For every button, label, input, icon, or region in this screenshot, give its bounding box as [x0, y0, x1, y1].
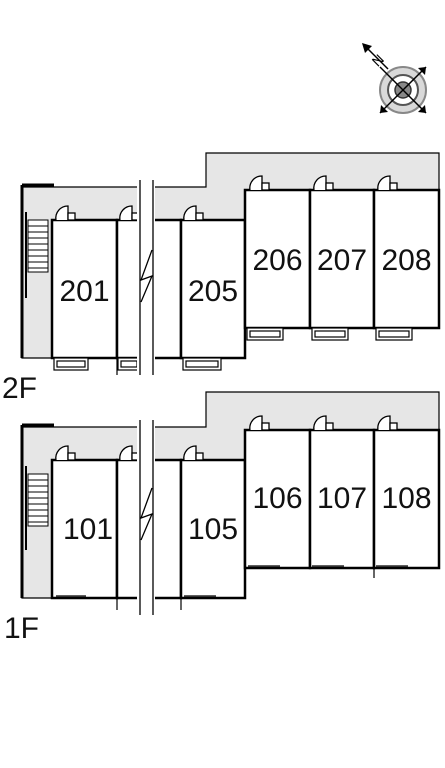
room-label-205: 205 — [188, 275, 238, 308]
break-line-1f — [137, 420, 155, 615]
staircase-2f — [25, 212, 49, 298]
room-205 — [179, 218, 247, 360]
compass-rose-icon — [362, 43, 427, 114]
door-icons-1f — [55, 415, 398, 461]
compass-north-label: N — [369, 51, 387, 69]
room-label-101: 101 — [63, 513, 113, 546]
room-label-201: 201 — [59, 275, 109, 308]
room-label-107: 107 — [317, 482, 367, 515]
room-label-207: 207 — [317, 244, 367, 277]
windows-1f — [56, 565, 408, 610]
room-label-108: 108 — [381, 482, 431, 515]
room-208 — [372, 188, 441, 330]
floor-label-2f: 2F — [2, 372, 37, 405]
floor-label-1f: 1F — [4, 612, 39, 645]
room-207 — [308, 188, 376, 330]
door-icons-2f — [55, 175, 398, 221]
break-line-2f — [116, 180, 155, 375]
floor-2f-plan — [20, 152, 441, 375]
room-label-106: 106 — [252, 482, 302, 515]
floor-1f-plan — [20, 391, 441, 615]
staircase-1f — [25, 466, 49, 550]
room-label-105: 105 — [188, 513, 238, 546]
room-label-208: 208 — [381, 244, 431, 277]
room-105 — [179, 458, 247, 600]
room-101 — [50, 458, 119, 600]
room-108 — [372, 428, 441, 570]
room-201 — [50, 218, 119, 360]
room-label-206: 206 — [252, 244, 302, 277]
